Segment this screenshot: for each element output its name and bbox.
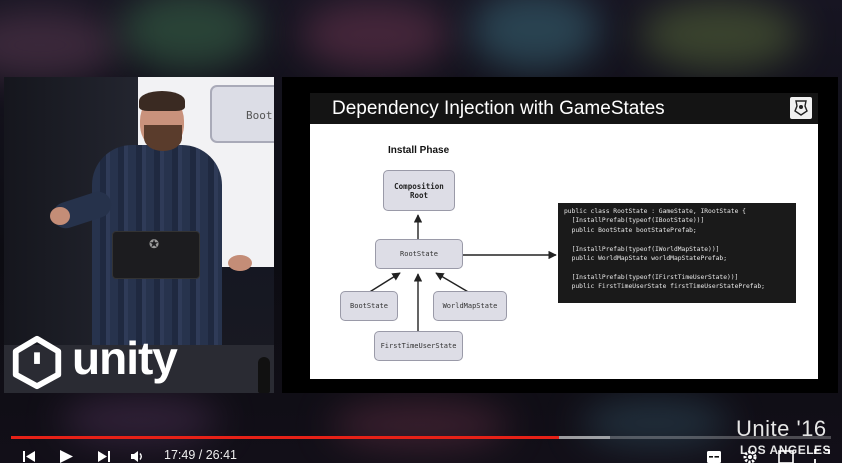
code-line: [InstallPrefab(typeof(IBootState))] bbox=[564, 217, 705, 225]
bokeh-light bbox=[580, 398, 730, 448]
code-snippet: public class RootState : GameState, IRoo… bbox=[558, 203, 796, 303]
speaker-hand bbox=[228, 255, 252, 271]
node-label: BootState bbox=[350, 302, 388, 310]
code-line: [InstallPrefab(typeof(IFirstTimeUserStat… bbox=[564, 273, 739, 281]
slide-content: Dependency Injection with GameStates Ins… bbox=[310, 93, 818, 379]
fullscreen-icon[interactable] bbox=[814, 449, 830, 463]
subtitles-icon[interactable] bbox=[706, 449, 722, 463]
node-label: RootState bbox=[400, 250, 438, 258]
bokeh-light bbox=[640, 0, 800, 70]
code-line: [InstallPrefab(typeof(IWorldMapState))] bbox=[564, 245, 720, 253]
miniplayer-icon[interactable] bbox=[778, 449, 794, 463]
time-display: 17:49 / 26:41 bbox=[164, 448, 237, 462]
game-logo-icon bbox=[790, 97, 812, 119]
bokeh-light bbox=[470, 0, 600, 70]
laptop-logo-icon: ✪ bbox=[148, 237, 160, 251]
node-label: WorldMapState bbox=[442, 302, 498, 310]
laptop bbox=[112, 231, 200, 279]
speaker-hair bbox=[139, 91, 185, 111]
node-label: FirstTimeUserState bbox=[380, 342, 457, 350]
code-line bbox=[564, 235, 790, 244]
conference-location: LOS ANGELES bbox=[740, 443, 832, 457]
camera-diagram-node: Boot bbox=[210, 85, 274, 143]
world-map-state-node: WorldMapState bbox=[433, 291, 507, 321]
conference-title: Unite '16 bbox=[736, 416, 827, 441]
speaker-beard bbox=[144, 125, 182, 151]
code-line: public WorldMapState worldMapStatePrefab… bbox=[564, 255, 728, 263]
speaker-hand bbox=[50, 207, 70, 225]
first-time-user-state-node: FirstTimeUserState bbox=[374, 331, 463, 361]
presentation-slide: Dependency Injection with GameStates Ins… bbox=[282, 77, 838, 393]
arrow-worldmap-to-root bbox=[435, 272, 471, 294]
code-line: public class RootState : GameState, IRoo… bbox=[564, 208, 746, 215]
podium bbox=[4, 345, 274, 393]
code-line bbox=[564, 263, 790, 272]
slide-header: Dependency Injection with GameStates bbox=[310, 93, 818, 124]
arrow-boot-to-root bbox=[367, 272, 401, 294]
bokeh-light bbox=[330, 400, 510, 450]
progress-played bbox=[11, 436, 559, 439]
node-label: Root bbox=[409, 190, 429, 200]
progress-bar[interactable] bbox=[11, 436, 831, 439]
code-line: public FirstTimeUserState firstTimeUserS… bbox=[564, 283, 765, 291]
root-state-node: RootState bbox=[375, 239, 463, 269]
unity-logo-icon bbox=[12, 335, 62, 390]
bokeh-light bbox=[300, 0, 450, 70]
next-icon[interactable] bbox=[96, 449, 112, 463]
code-line: public BootState bootStatePrefab; bbox=[564, 226, 697, 234]
slide-title: Dependency Injection with GameStates bbox=[332, 98, 665, 119]
microphone-icon bbox=[258, 357, 270, 393]
play-icon[interactable] bbox=[58, 449, 74, 463]
speaker-camera-feed: Boot ✪ bbox=[4, 77, 274, 393]
boot-state-node: BootState bbox=[340, 291, 398, 321]
dependency-arrows bbox=[367, 214, 557, 331]
volume-icon[interactable] bbox=[130, 449, 146, 463]
composition-root-node: Composition Root bbox=[383, 170, 455, 211]
previous-icon[interactable] bbox=[21, 449, 37, 463]
bokeh-light bbox=[0, 10, 120, 80]
bokeh-light bbox=[120, 0, 260, 70]
settings-icon[interactable] bbox=[742, 449, 758, 463]
unity-wordmark: unity bbox=[72, 332, 178, 384]
install-phase-title: Install Phase bbox=[388, 145, 450, 156]
node-label: Composition bbox=[394, 181, 444, 191]
